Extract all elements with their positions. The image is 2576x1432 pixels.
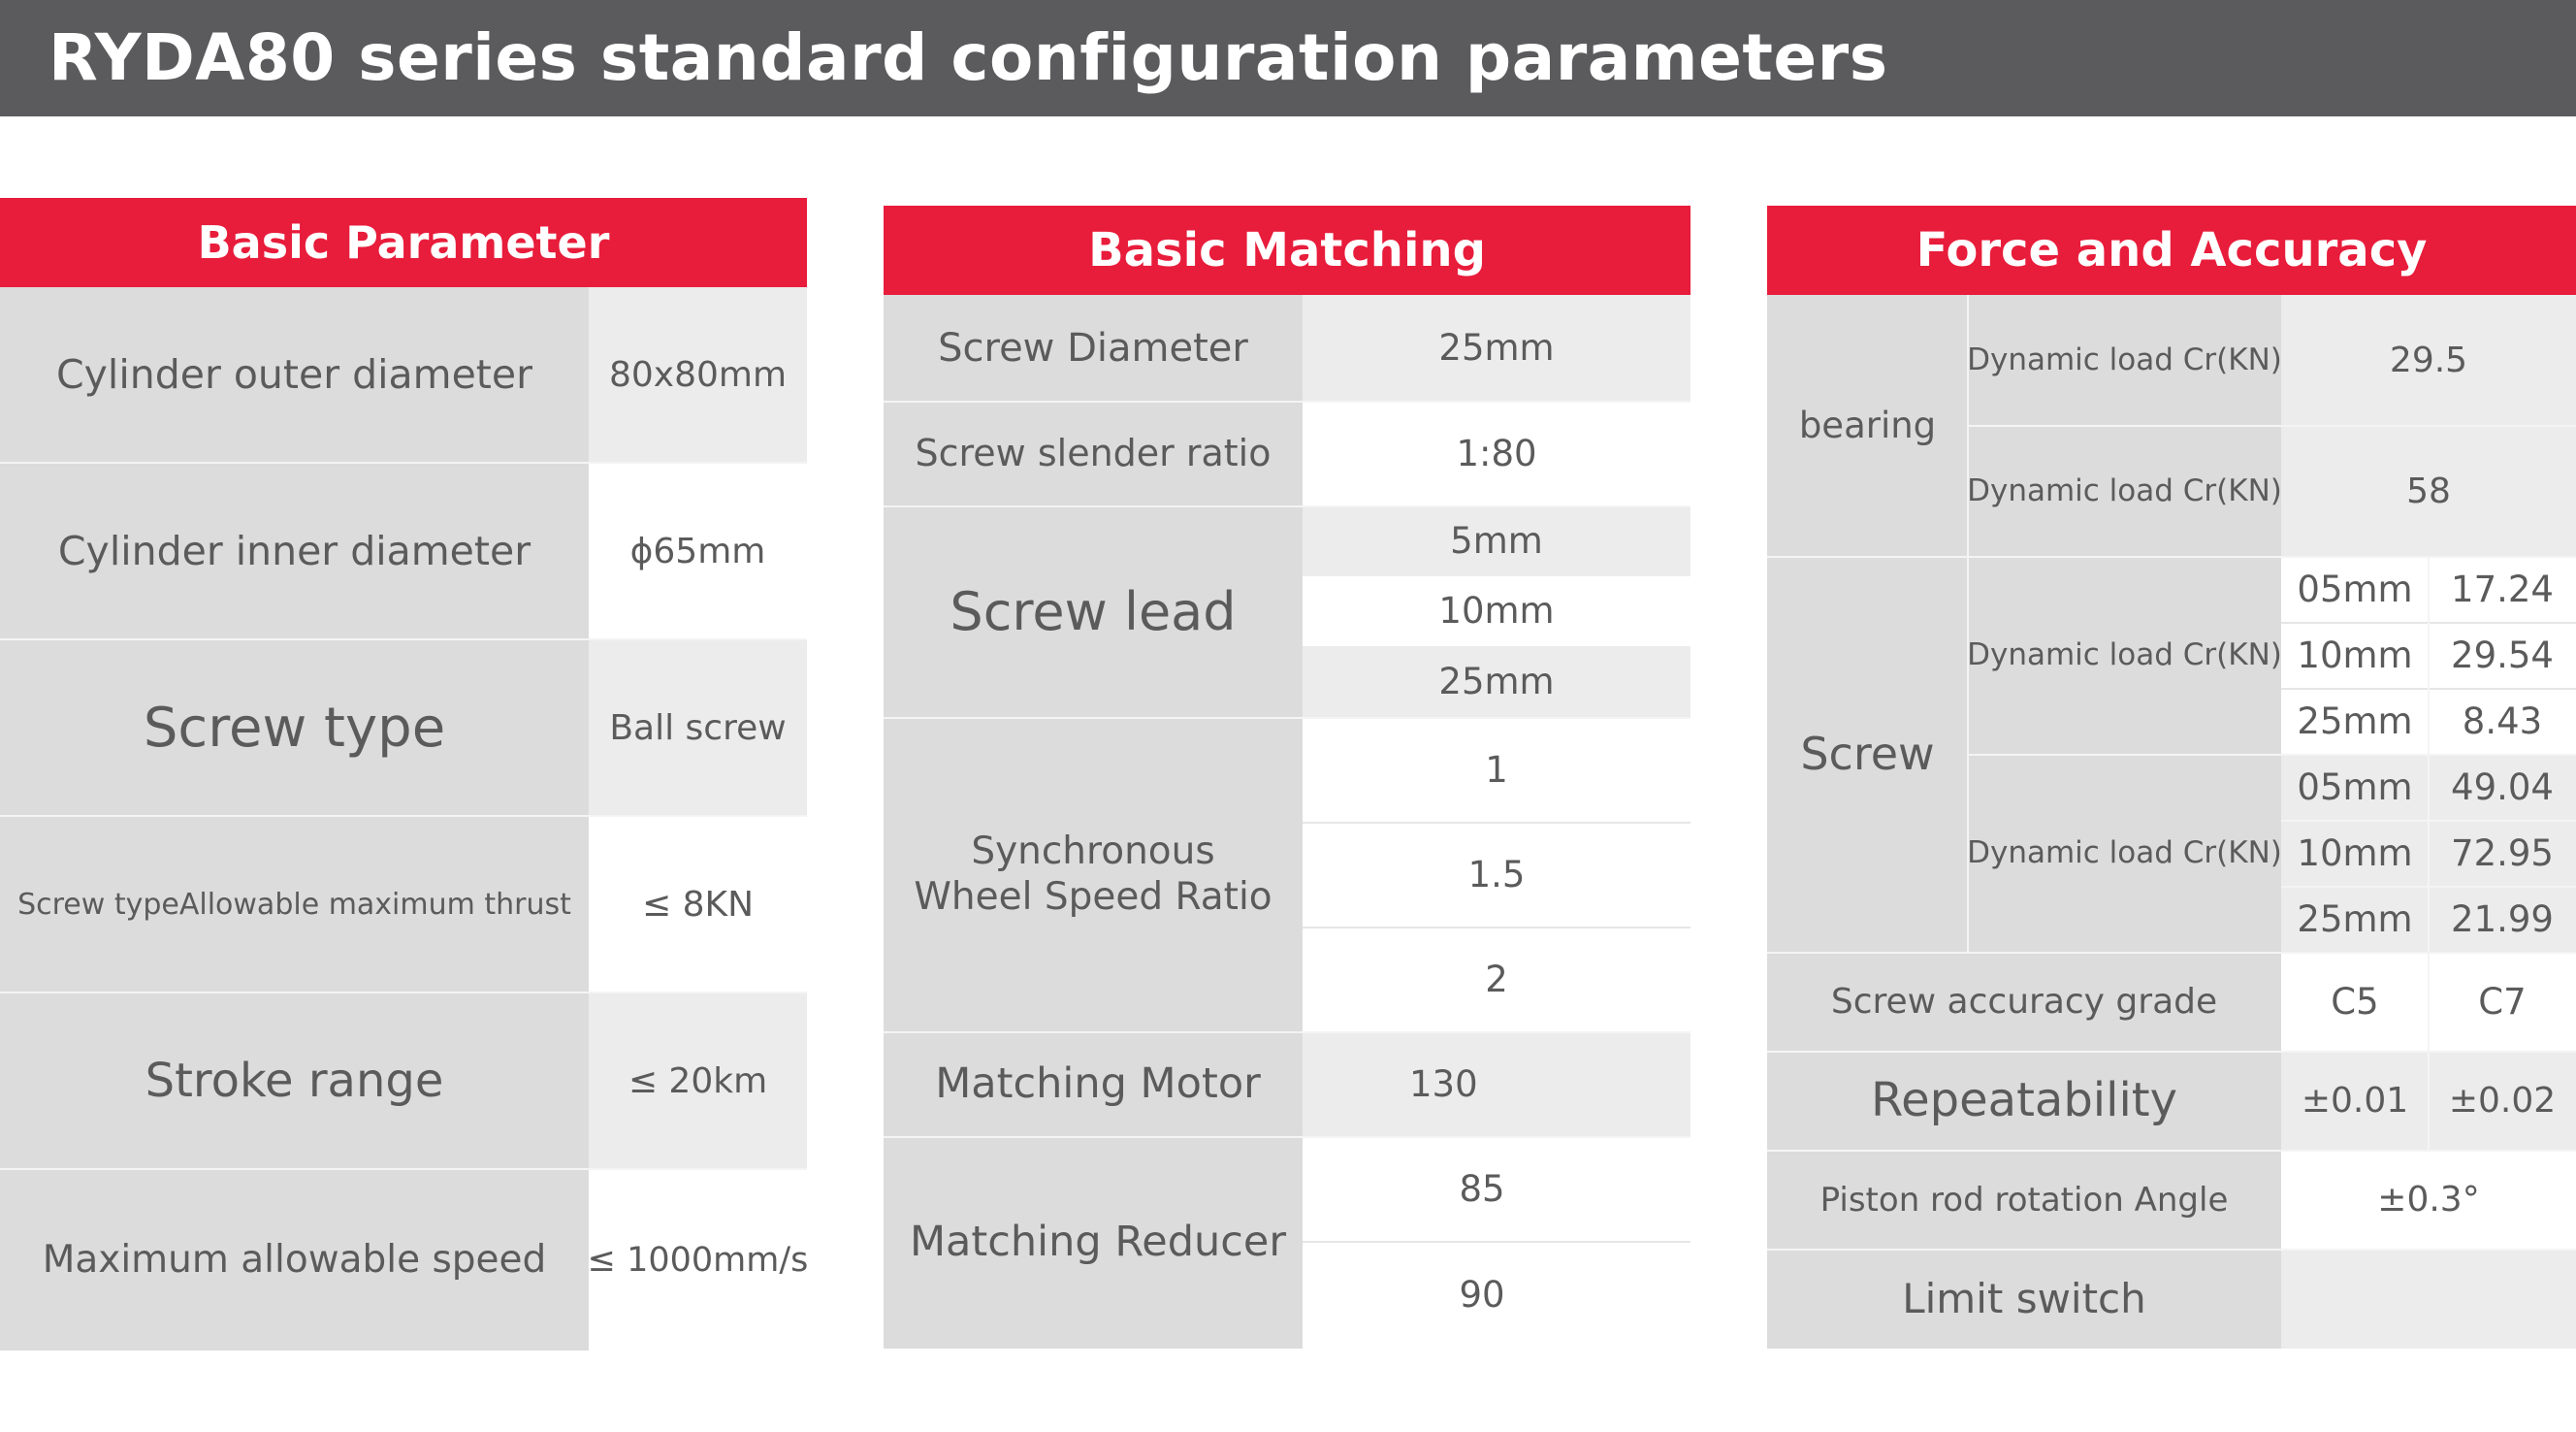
param-label-inner-diameter: Cylinder inner diameter bbox=[0, 464, 589, 640]
param-label-max-thrust: Screw typeAllowable maximum thrust bbox=[0, 817, 589, 993]
force-accuracy-header: Force and Accuracy bbox=[1767, 206, 2576, 295]
divider bbox=[1767, 952, 2576, 954]
screw-load-value: 17.24 bbox=[2429, 557, 2576, 623]
accuracy-grade-label: Screw accuracy grade bbox=[1767, 953, 2281, 1052]
param-value-outer-diameter: 80x80mm bbox=[589, 287, 807, 464]
basic-parameter-panel: Basic Parameter Cylinder outer diameter … bbox=[0, 198, 808, 1351]
screw-lead-cell: 25mm bbox=[2281, 689, 2429, 755]
screw-load-label: Dynamic load Cr(KN) bbox=[1967, 755, 2282, 953]
param-label-stroke-range: Stroke range bbox=[0, 993, 589, 1170]
divider bbox=[1303, 822, 1690, 824]
bearing-load-value: 58 bbox=[2281, 426, 2576, 557]
param-value-stroke-range: ≤ 20km bbox=[589, 993, 807, 1170]
limit-switch-value bbox=[2281, 1250, 2576, 1349]
screw-load-value: 8.43 bbox=[2429, 689, 2576, 755]
divider bbox=[1767, 1051, 2576, 1053]
page-title: RYDA80 series standard configuration par… bbox=[48, 20, 1888, 95]
divider bbox=[0, 638, 807, 640]
param-value-inner-diameter: ϕ65mm bbox=[589, 464, 807, 640]
param-label-outer-diameter: Cylinder outer diameter bbox=[0, 287, 589, 464]
screw-lead-cell: 05mm bbox=[2281, 755, 2429, 821]
piston-angle-value: ±0.3° bbox=[2281, 1151, 2576, 1250]
divider bbox=[884, 717, 1690, 719]
divider bbox=[1767, 1150, 2576, 1152]
slender-ratio-label: Screw slender ratio bbox=[884, 402, 1303, 506]
screw-diameter-label: Screw Diameter bbox=[884, 295, 1303, 402]
screw-lead-value: 5mm bbox=[1303, 506, 1690, 576]
divider bbox=[1968, 425, 2576, 427]
repeatability-label: Repeatability bbox=[1767, 1052, 2281, 1151]
screw-lead-cell: 05mm bbox=[2281, 557, 2429, 623]
divider bbox=[0, 1168, 807, 1170]
bearing-load-label: Dynamic load Cr(KN) bbox=[1967, 426, 2282, 557]
accuracy-grade-value: C7 bbox=[2429, 953, 2576, 1052]
divider bbox=[884, 401, 1690, 403]
bearing-label: bearing bbox=[1767, 295, 1968, 557]
divider bbox=[0, 462, 807, 464]
matching-reducer-value: 85 bbox=[1303, 1137, 1690, 1242]
divider bbox=[884, 1031, 1690, 1033]
screw-lead-cell: 10mm bbox=[2281, 623, 2429, 689]
divider bbox=[1303, 1241, 1690, 1243]
screw-label: Screw bbox=[1767, 557, 1968, 953]
divider bbox=[1767, 1249, 2576, 1251]
screw-lead-value: 25mm bbox=[1303, 646, 1690, 718]
divider bbox=[1967, 295, 1969, 953]
sync-wheel-value: 1 bbox=[1303, 718, 1690, 823]
divider bbox=[1767, 556, 2576, 558]
screw-load-label: Dynamic load Cr(KN) bbox=[1967, 557, 2282, 755]
sync-wheel-value: 2 bbox=[1303, 928, 1690, 1032]
sync-wheel-value: 1.5 bbox=[1303, 823, 1690, 928]
divider bbox=[0, 815, 807, 817]
accuracy-grade-value: C5 bbox=[2281, 953, 2429, 1052]
title-banner: RYDA80 series standard configuration par… bbox=[0, 0, 2576, 116]
screw-load-value: 72.95 bbox=[2429, 821, 2576, 887]
param-value-screw-type: Ball screw bbox=[589, 640, 807, 817]
screw-lead-label: Screw lead bbox=[884, 506, 1303, 718]
basic-parameter-header: Basic Parameter bbox=[0, 198, 807, 287]
screw-load-value: 29.54 bbox=[2429, 623, 2576, 689]
matching-reducer-value: 90 bbox=[1303, 1242, 1690, 1349]
screw-load-value: 49.04 bbox=[2429, 755, 2576, 821]
divider bbox=[1303, 927, 1690, 928]
matching-motor-label: Matching Motor bbox=[884, 1032, 1303, 1137]
screw-lead-cell: 10mm bbox=[2281, 821, 2429, 887]
divider bbox=[884, 1136, 1690, 1138]
divider bbox=[884, 505, 1690, 507]
matching-motor-value: 130 bbox=[1303, 1032, 1690, 1137]
matching-reducer-label: Matching Reducer bbox=[884, 1137, 1303, 1349]
divider bbox=[1968, 754, 2576, 756]
force-accuracy-panel: Force and Accuracy bearing Dynamic load … bbox=[1767, 206, 2576, 1349]
basic-matching-header: Basic Matching bbox=[884, 206, 1690, 295]
repeatability-value: ±0.02 bbox=[2429, 1052, 2576, 1151]
bearing-load-label: Dynamic load Cr(KN) bbox=[1967, 295, 2282, 426]
divider bbox=[0, 992, 807, 993]
repeatability-value: ±0.01 bbox=[2281, 1052, 2429, 1151]
bearing-load-value: 29.5 bbox=[2281, 295, 2576, 426]
param-value-max-thrust: ≤ 8KN bbox=[589, 817, 807, 993]
divider bbox=[2428, 557, 2430, 1151]
screw-lead-value: 10mm bbox=[1303, 576, 1690, 646]
sync-wheel-label: Synchronous Wheel Speed Ratio bbox=[884, 718, 1303, 1032]
param-label-max-speed: Maximum allowable speed bbox=[0, 1170, 589, 1351]
screw-load-value: 21.99 bbox=[2429, 887, 2576, 953]
param-value-max-speed: ≤ 1000mm/s bbox=[588, 1170, 808, 1351]
screw-diameter-value: 25mm bbox=[1303, 295, 1690, 402]
slender-ratio-value: 1:80 bbox=[1303, 402, 1690, 506]
param-label-screw-type: Screw type bbox=[0, 640, 589, 817]
screw-lead-cell: 25mm bbox=[2281, 887, 2429, 953]
limit-switch-label: Limit switch bbox=[1767, 1250, 2281, 1349]
piston-angle-label: Piston rod rotation Angle bbox=[1767, 1151, 2281, 1250]
basic-matching-panel: Basic Matching Screw Diameter 25mm Screw… bbox=[884, 206, 1690, 1349]
